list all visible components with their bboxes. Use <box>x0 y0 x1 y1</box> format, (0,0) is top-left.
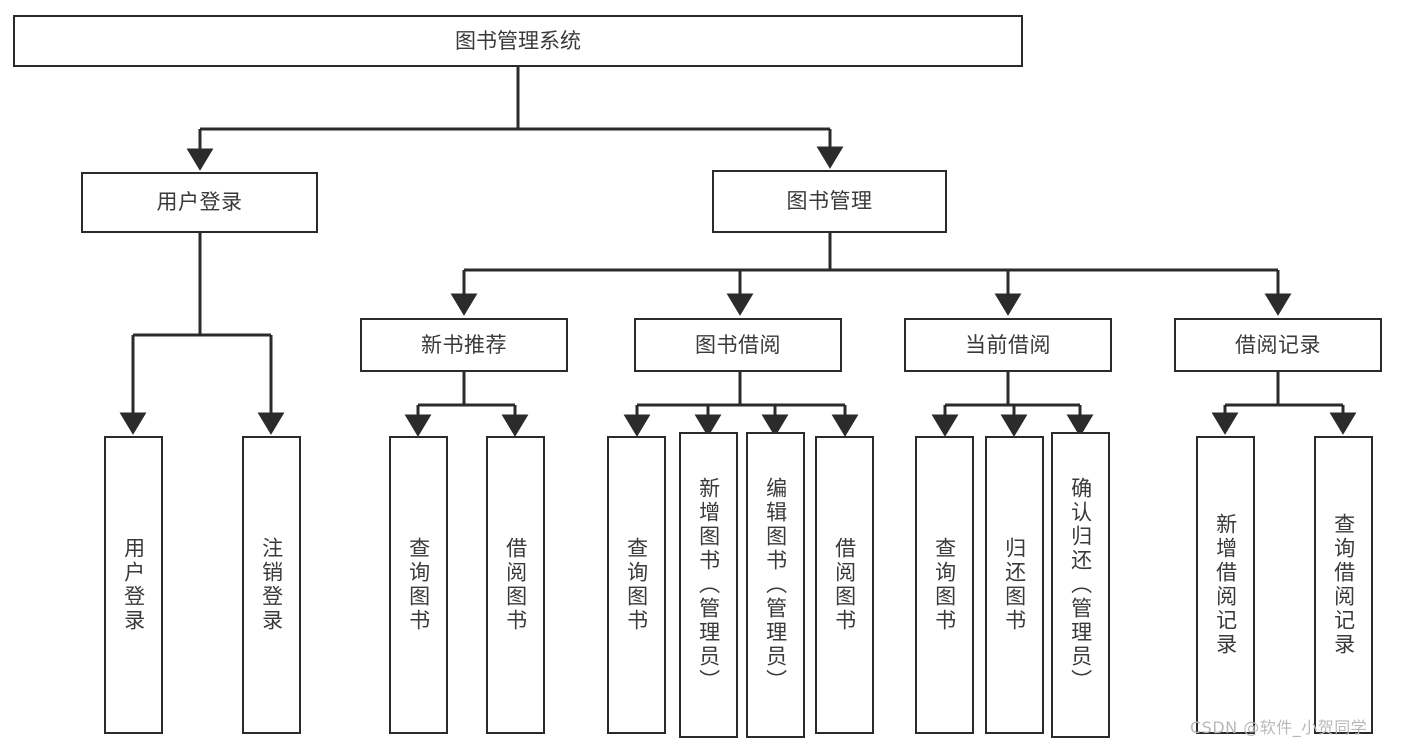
node-label: 编辑图书（管理员） <box>763 477 788 693</box>
node-label: 用户登录 <box>156 190 243 215</box>
node-label: 查询图书 <box>406 537 431 633</box>
leaf-query-borrow-record[interactable]: 查询借阅记录 <box>1314 436 1373 734</box>
leaf-query-book-newbook[interactable]: 查询图书 <box>389 436 448 734</box>
leaf-return-book[interactable]: 归还图书 <box>985 436 1044 734</box>
csdn-watermark: CSDN @软件_小贺同学 <box>1190 718 1368 737</box>
node-label: 新增借阅记录 <box>1213 513 1238 657</box>
node-label: 归还图书 <box>1002 537 1027 633</box>
leaf-add-book-admin[interactable]: 新增图书（管理员） <box>679 432 738 738</box>
node-label: 图书管理系统 <box>455 28 581 53</box>
leaf-borrow-book-newbook[interactable]: 借阅图书 <box>486 436 545 734</box>
leaf-user-login[interactable]: 用户登录 <box>104 436 163 734</box>
node-label: 查询图书 <box>932 537 957 633</box>
node-label: 注销登录 <box>259 537 284 633</box>
leaf-query-book-borrow[interactable]: 查询图书 <box>607 436 666 734</box>
node-current-borrow[interactable]: 当前借阅 <box>904 318 1112 372</box>
node-user-login[interactable]: 用户登录 <box>81 172 318 233</box>
node-label: 查询图书 <box>624 537 649 633</box>
node-book-borrow[interactable]: 图书借阅 <box>634 318 842 372</box>
node-label: 图书管理 <box>786 189 873 214</box>
node-new-book-recommend[interactable]: 新书推荐 <box>360 318 568 372</box>
leaf-logout-login[interactable]: 注销登录 <box>242 436 301 734</box>
node-label: 借阅图书 <box>503 537 528 633</box>
node-label: 图书借阅 <box>695 332 781 357</box>
node-label: 借阅记录 <box>1235 332 1321 357</box>
leaf-borrow-book-borrow[interactable]: 借阅图书 <box>815 436 874 734</box>
leaf-add-borrow-record[interactable]: 新增借阅记录 <box>1196 436 1255 734</box>
node-label: 确认归还（管理员） <box>1068 477 1093 693</box>
node-label: 新书推荐 <box>421 332 507 357</box>
leaf-confirm-return-admin[interactable]: 确认归还（管理员） <box>1051 432 1110 738</box>
node-book-management[interactable]: 图书管理 <box>712 170 947 233</box>
node-root-system[interactable]: 图书管理系统 <box>13 15 1023 67</box>
node-label: 新增图书（管理员） <box>696 477 721 693</box>
leaf-query-book-current[interactable]: 查询图书 <box>915 436 974 734</box>
node-label: 借阅图书 <box>832 537 857 633</box>
leaf-edit-book-admin[interactable]: 编辑图书（管理员） <box>746 432 805 738</box>
node-label: 当前借阅 <box>965 332 1051 357</box>
node-label: 用户登录 <box>121 537 146 633</box>
node-label: 查询借阅记录 <box>1331 513 1356 657</box>
node-borrow-records[interactable]: 借阅记录 <box>1174 318 1382 372</box>
